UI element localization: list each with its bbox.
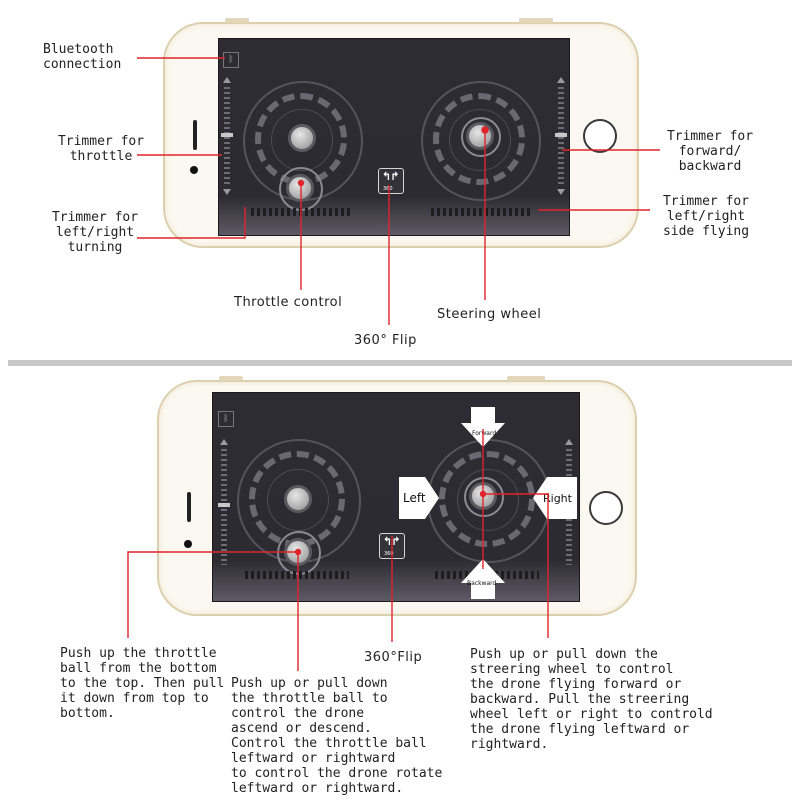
- camera-icon: [184, 540, 192, 548]
- volume-button: [219, 376, 243, 381]
- flip-360-button[interactable]: ↰↱ 360: [379, 533, 405, 559]
- speaker-icon: [187, 492, 191, 522]
- label-trimmer-turning: Trimmer for left/right turning: [51, 210, 139, 255]
- power-button: [519, 18, 553, 23]
- trim-up-arrow-icon[interactable]: [557, 77, 565, 83]
- forward-backward-trim-marker: [555, 133, 567, 137]
- flip-360-icon-label: 360: [384, 551, 394, 557]
- speaker-icon: [193, 120, 197, 150]
- forward-arrow-label: Forward: [472, 430, 497, 437]
- trim-down-arrow-icon[interactable]: [223, 189, 231, 195]
- trim-up-arrow-icon[interactable]: [565, 439, 573, 445]
- right-arrow-label: Right: [543, 492, 572, 505]
- backward-arrow-label: Backward: [467, 580, 497, 587]
- desc-throttle-pull: Push up the throttle ball from the botto…: [60, 646, 225, 721]
- throttle-trim-slider[interactable]: [221, 449, 227, 565]
- throttle-trim-slider[interactable]: [224, 87, 230, 187]
- forward-arrow-icon: [461, 407, 505, 447]
- steering-wheel-handle-ring[interactable]: [464, 477, 504, 517]
- label-trimmer-throttle: Trimmer for throttle: [57, 134, 145, 164]
- steering-wheel-ring: [421, 81, 541, 201]
- power-button: [507, 376, 545, 381]
- label-trimmer-forward-backward: Trimmer for forward/ backward: [666, 129, 754, 174]
- trim-down-arrow-icon[interactable]: [557, 189, 565, 195]
- right-arrow-icon: [533, 477, 577, 519]
- throttle-trim-marker: [218, 503, 230, 507]
- app-screen: ᛒ ↰↱ 360: [218, 38, 570, 236]
- bluetooth-icon[interactable]: ᛒ: [223, 52, 239, 68]
- flip-360-button[interactable]: ↰↱ 360: [378, 168, 404, 194]
- throttle-ball[interactable]: [284, 538, 312, 566]
- camera-icon: [190, 166, 198, 174]
- flip-360-icon: ↰↱: [383, 535, 400, 548]
- app-screen: ᛒ ↰↱ 360 Forward Backward: [212, 392, 580, 602]
- throttle-center-knob: [288, 124, 316, 152]
- steering-wheel-inner-ring: [449, 109, 511, 171]
- volume-button: [225, 18, 249, 23]
- forward-backward-trim-slider[interactable]: [558, 87, 564, 187]
- trim-up-arrow-icon[interactable]: [223, 77, 231, 83]
- label-360-flip: 360° Flip: [354, 333, 417, 348]
- label-360-flip-bottom: 360°Flip: [364, 650, 423, 665]
- flip-360-icon: ↰↱: [382, 170, 399, 183]
- left-arrow-label: Left: [403, 491, 426, 505]
- bottom-panel: ᛒ ↰↱ 360 Forward Backward: [0, 366, 800, 800]
- steering-wheel-knob[interactable]: [466, 122, 494, 150]
- steering-wheel-knob[interactable]: [469, 482, 497, 510]
- left-right-turning-trim-slider[interactable]: [245, 571, 349, 579]
- section-divider: [8, 360, 792, 366]
- label-throttle-control: Throttle control: [234, 295, 343, 310]
- throttle-ball[interactable]: [286, 174, 314, 202]
- home-button-icon[interactable]: [589, 491, 623, 525]
- side-flying-trim-slider[interactable]: [431, 208, 531, 216]
- steering-wheel-track: [439, 451, 535, 547]
- bluetooth-icon[interactable]: ᛒ: [218, 411, 234, 427]
- backward-arrow-icon: [461, 559, 505, 599]
- steering-wheel-track: [433, 93, 525, 185]
- label-steering-wheel: Steering wheel: [437, 307, 542, 322]
- label-bluetooth-connection: Bluetooth connection: [43, 42, 122, 72]
- throttle-trim-marker: [221, 133, 233, 137]
- throttle-center-knob: [284, 485, 312, 513]
- steering-wheel-inner-ring: [457, 469, 519, 531]
- label-trimmer-side-flying: Trimmer for left/right side flying: [662, 194, 750, 239]
- flip-360-icon-label: 360: [383, 186, 393, 192]
- desc-steering-control: Push up or pull down the streering wheel…: [470, 647, 713, 752]
- throttle-stick-inner-ring: [267, 469, 329, 531]
- left-arrow-icon: [399, 477, 439, 519]
- trim-up-arrow-icon[interactable]: [220, 439, 228, 445]
- left-right-turning-trim-slider[interactable]: [251, 208, 351, 216]
- steering-wheel-handle-ring[interactable]: [461, 117, 501, 157]
- top-panel: ᛒ ↰↱ 360 Bluetooth connection Trimmer fo…: [0, 0, 800, 360]
- desc-throttle-control: Push up or pull down the throttle ball t…: [231, 676, 443, 796]
- home-button-icon[interactable]: [583, 119, 617, 153]
